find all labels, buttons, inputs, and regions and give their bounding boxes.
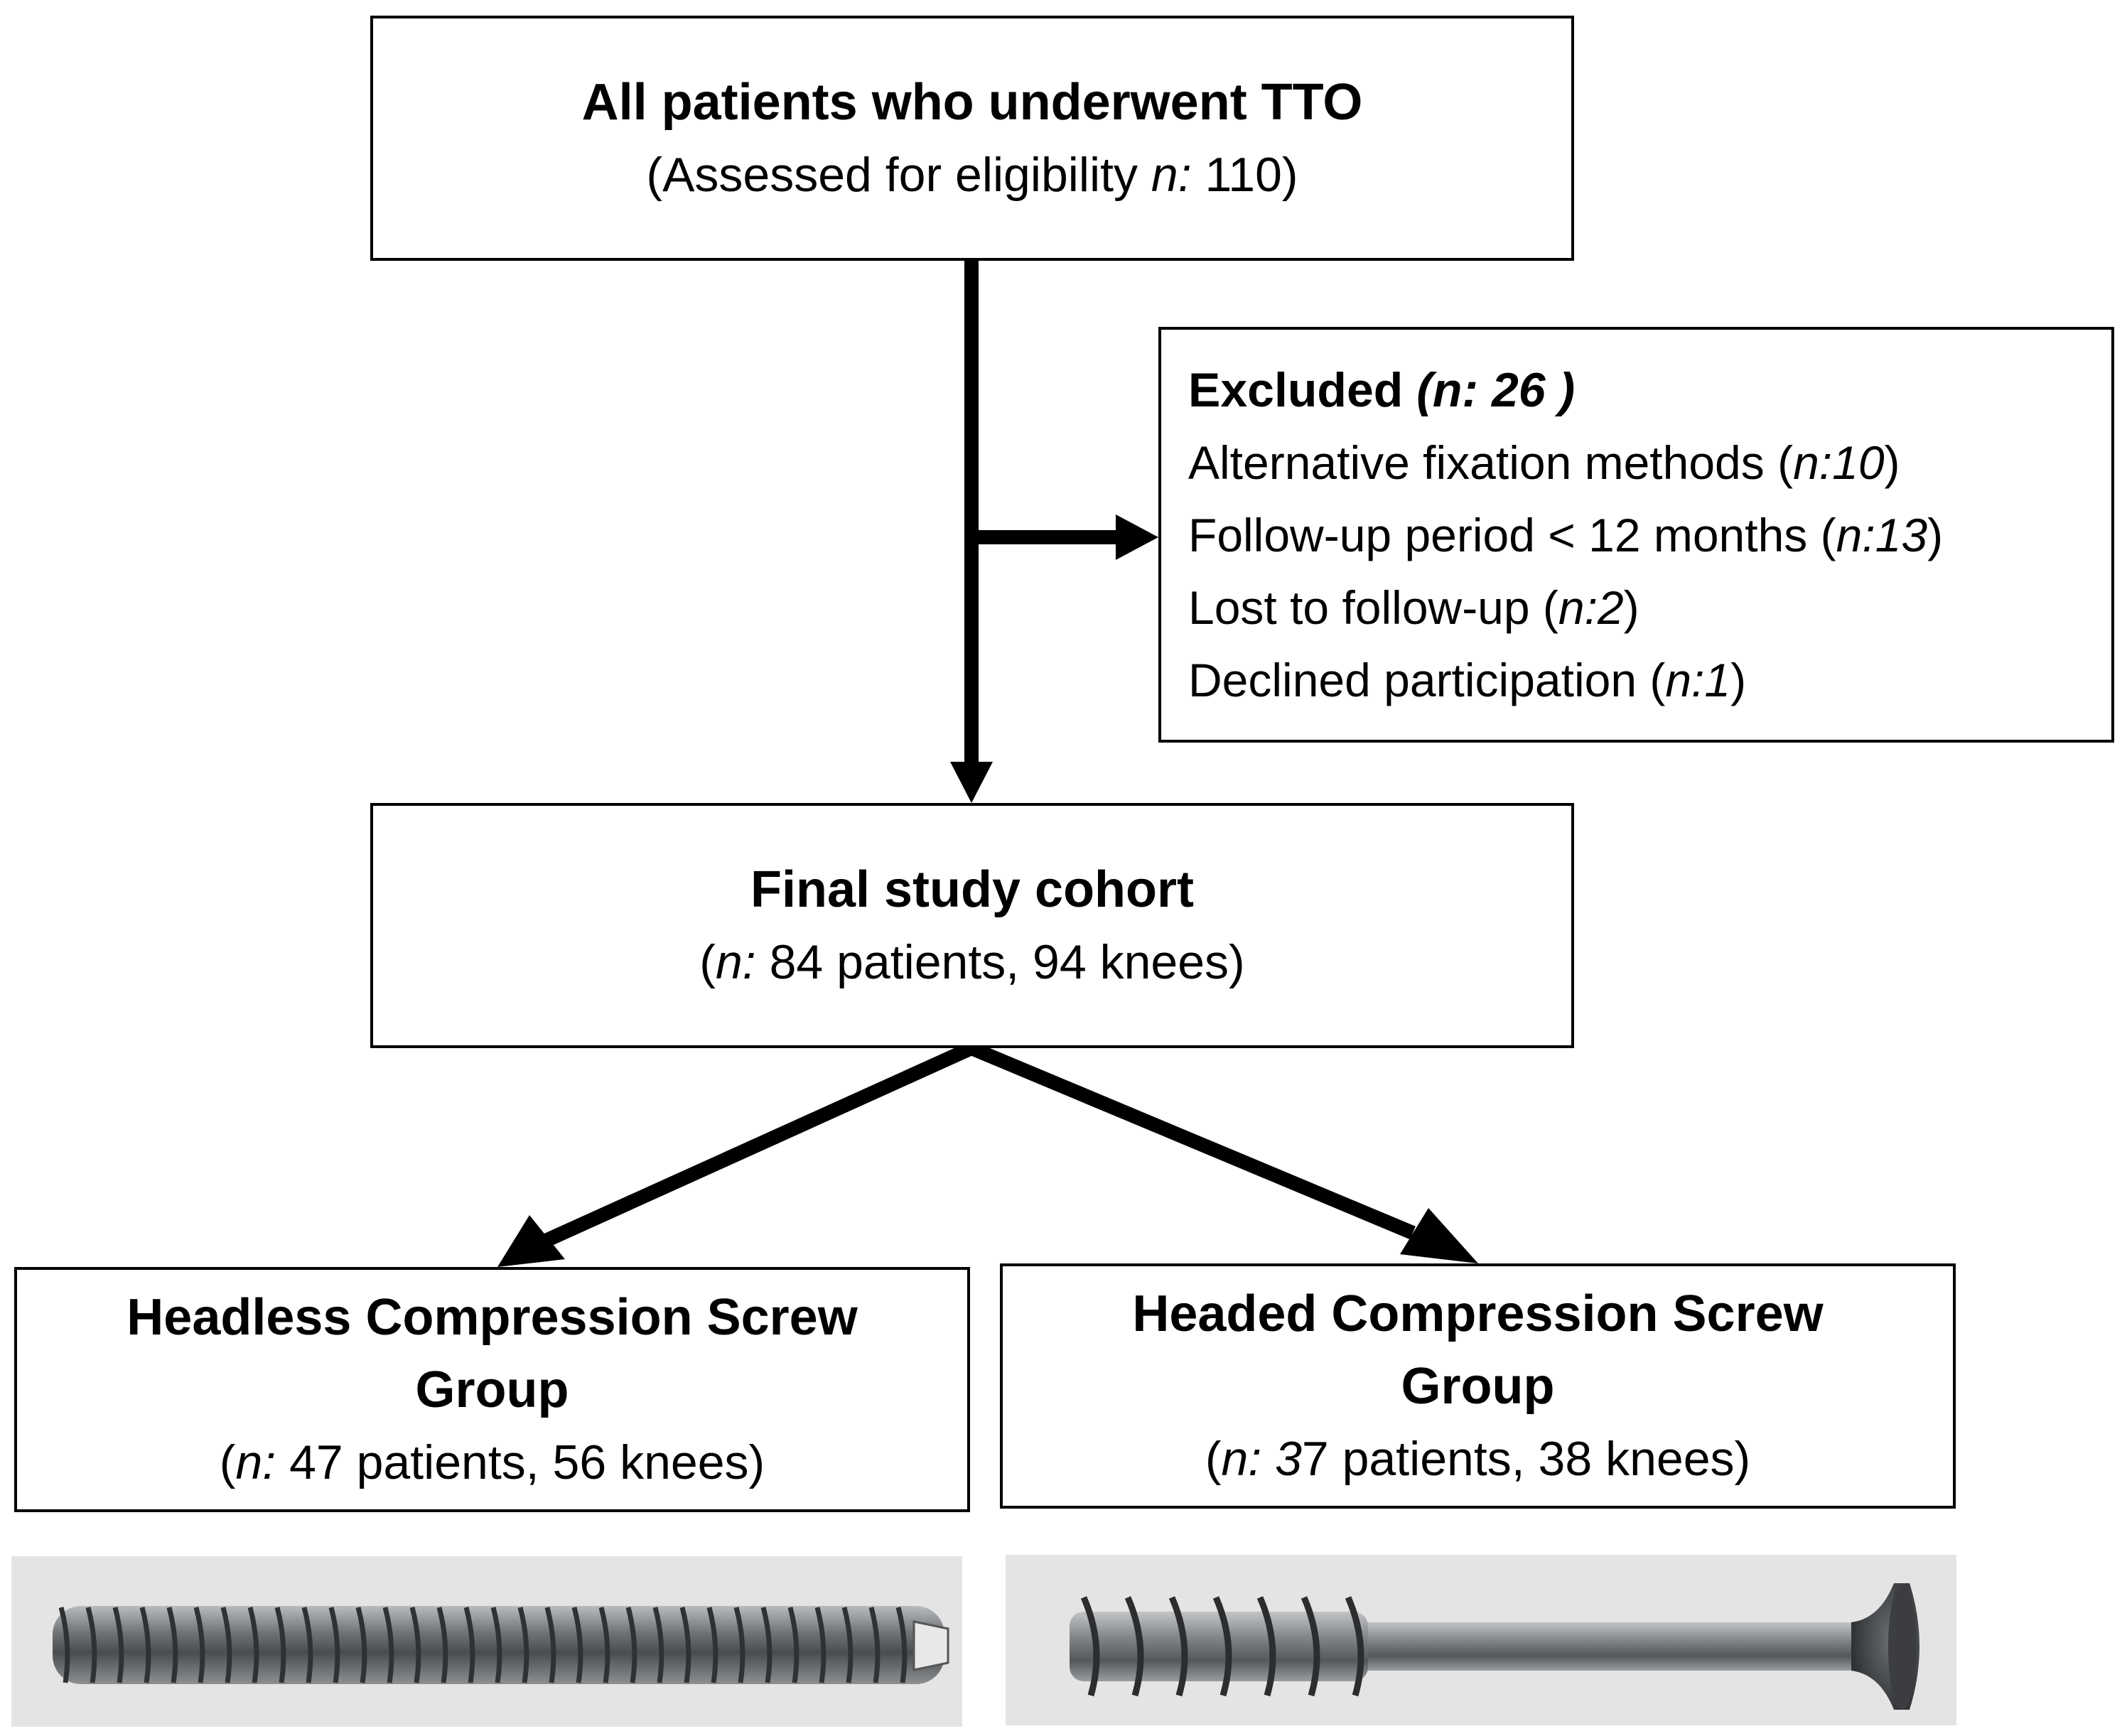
- box-all-patients: All patients who underwent TTO (Assessed…: [370, 16, 1574, 261]
- excluded-item: Lost to follow-up (n:2): [1188, 571, 1639, 644]
- excluded-item-close: ): [1730, 653, 1747, 706]
- all-patients-title: All patients who underwent TTO: [581, 73, 1363, 131]
- arrowhead-down: [950, 762, 993, 803]
- headed-screw-photo: [1006, 1555, 1956, 1725]
- final-sub-n: n:: [715, 934, 756, 989]
- headed-title-line1: Headed Compression Screw: [1132, 1285, 1824, 1342]
- excluded-item: Alternative fixation methods (n:10): [1188, 426, 1900, 499]
- excluded-item-text: Alternative fixation methods (: [1188, 436, 1794, 489]
- headless-sub-rest: 47 patients, 56 knees): [276, 1435, 765, 1489]
- headed-title-line2: Group: [1401, 1357, 1555, 1415]
- arrowhead-right-branch: [1400, 1208, 1478, 1263]
- arrow-left-branch-line: [544, 1041, 975, 1247]
- excluded-item-n: n:2: [1558, 581, 1624, 634]
- excluded-item-n: n:10: [1793, 436, 1885, 489]
- arrowhead-right: [1116, 514, 1158, 560]
- headless-title-line1: Headless Compression Screw: [126, 1288, 858, 1346]
- box-headed-group: Headed Compression Screw Group (n: 37 pa…: [1000, 1263, 1956, 1509]
- excluded-item-text: Follow-up period < 12 months (: [1188, 508, 1836, 561]
- all-patients-sub-suffix: 110): [1191, 147, 1298, 202]
- excluded-item: Follow-up period < 12 months (n:13): [1188, 499, 1943, 571]
- box-headless-group: Headless Compression Screw Group (n: 47 …: [14, 1267, 970, 1512]
- headed-sub-n: n: 3: [1221, 1431, 1302, 1486]
- final-sub-rest: 84 patients, 94 knees): [755, 934, 1245, 989]
- excluded-item-n: n:13: [1836, 508, 1928, 561]
- excluded-title-text: Excluded: [1188, 362, 1417, 417]
- all-patients-subtitle: (Assessed for eligibility n: 110): [646, 139, 1298, 211]
- arrowhead-left-branch: [497, 1215, 565, 1267]
- excluded-item-close: ): [1884, 436, 1900, 489]
- excluded-item-close: ): [1927, 508, 1944, 561]
- all-patients-sub-n: n:: [1151, 147, 1192, 202]
- excluded-item-text: Lost to follow-up (: [1188, 581, 1558, 634]
- excluded-item: Declined participation (n:1): [1188, 644, 1746, 716]
- headless-subtitle: (n: 47 patients, 56 knees): [220, 1426, 765, 1499]
- excluded-item-text: Declined participation (: [1188, 653, 1666, 706]
- final-cohort-title: Final study cohort: [750, 861, 1195, 918]
- headed-sub-rest: 7 patients, 38 knees): [1301, 1431, 1751, 1486]
- headless-sub-n: n:: [235, 1435, 276, 1489]
- arrow-right-branch-line: [969, 1041, 1416, 1240]
- excluded-title: Excluded (n: 26 ): [1188, 354, 1575, 426]
- excluded-item-n: n:1: [1665, 653, 1731, 706]
- headless-title-line2: Group: [415, 1361, 569, 1418]
- headed-subtitle: (n: 37 patients, 38 knees): [1205, 1423, 1750, 1495]
- box-excluded: Excluded (n: 26 ) Alternative fixation m…: [1158, 327, 2114, 743]
- headless-screw-illustration: [53, 1606, 949, 1684]
- final-cohort-subtitle: (n: 84 patients, 94 knees): [699, 926, 1244, 998]
- excluded-title-n: (n: 26 ): [1416, 362, 1576, 417]
- excluded-item-close: ): [1623, 581, 1639, 634]
- headless-sub-open: (: [219, 1435, 236, 1489]
- headed-screw-illustration: [1070, 1583, 1919, 1710]
- headless-screw-photo: [11, 1556, 962, 1727]
- all-patients-sub-prefix: (Assessed for eligibility: [646, 147, 1151, 202]
- box-final-cohort: Final study cohort (n: 84 patients, 94 k…: [370, 803, 1574, 1048]
- final-sub-open: (: [699, 934, 716, 989]
- headed-sub-open: (: [1205, 1431, 1222, 1486]
